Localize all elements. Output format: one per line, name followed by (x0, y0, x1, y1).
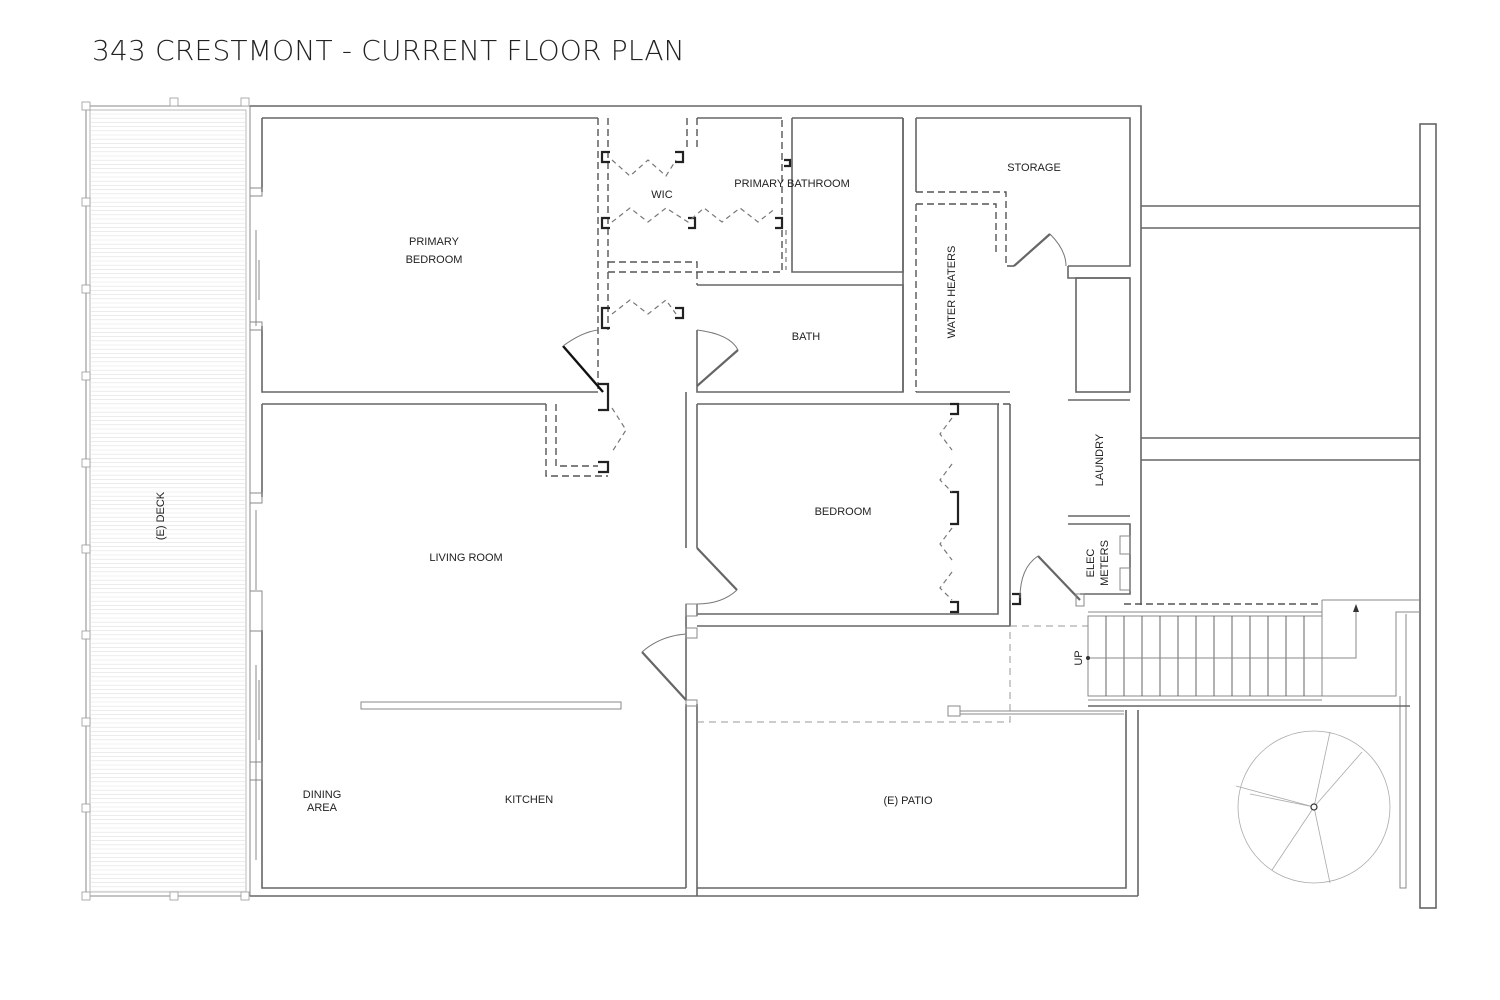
label-primary-bedroom-line2: BEDROOM (406, 254, 463, 266)
label-elec-line1: ELEC (1085, 549, 1097, 578)
room-labels: PRIMARY BEDROOM WIC PRIMARY BATHROOM STO… (155, 162, 1111, 814)
stair (947, 604, 1410, 717)
stair-treads (1105, 616, 1305, 696)
label-primary-bathroom: PRIMARY BATHROOM (734, 178, 850, 190)
label-bedroom: BEDROOM (815, 506, 872, 518)
dashed-closet-walls (545, 118, 1322, 723)
deck-post (81, 803, 91, 813)
label-dining-line1: DINING (303, 789, 342, 801)
deck (81, 97, 251, 901)
deck-posts (81, 97, 250, 901)
label-patio: (E) PATIO (883, 795, 933, 807)
deck-boards (90, 113, 246, 892)
deck-post (81, 891, 91, 901)
label-dining-line2: AREA (307, 802, 338, 814)
tree-symbol (1235, 730, 1391, 884)
deck-post (169, 97, 179, 107)
deck-post (169, 891, 179, 901)
label-storage: STORAGE (1007, 162, 1061, 174)
bifold-doors (611, 159, 953, 601)
label-wic: WIC (651, 189, 672, 201)
deck-post (240, 97, 250, 107)
interior-walls (360, 118, 1131, 896)
deck-post (240, 891, 250, 901)
label-living-room: LIVING ROOM (429, 552, 502, 564)
west-windows (249, 187, 263, 860)
label-elec-line2: METERS (1099, 540, 1111, 586)
label-water-heaters: WATER HEATERS (946, 246, 958, 339)
deck-post (81, 544, 91, 554)
label-laundry: LAUNDRY (1094, 433, 1106, 486)
east-structure (1141, 123, 1437, 909)
label-bath: BATH (792, 331, 821, 343)
deck-post (81, 630, 91, 640)
label-kitchen: KITCHEN (505, 794, 553, 806)
deck-post (81, 458, 91, 468)
label-up: UP (1073, 650, 1085, 665)
label-deck: (E) DECK (155, 491, 167, 540)
label-primary-bedroom-line1: PRIMARY (409, 236, 460, 248)
deck-post (81, 371, 91, 381)
deck-post (81, 197, 91, 207)
page-title: 343 CRESTMONT - CURRENT FLOOR PLAN (92, 34, 685, 67)
doors (562, 233, 1131, 707)
closet-jambs (598, 150, 1022, 614)
deck-post (81, 717, 91, 727)
deck-post (81, 101, 91, 111)
deck-post (81, 284, 91, 294)
